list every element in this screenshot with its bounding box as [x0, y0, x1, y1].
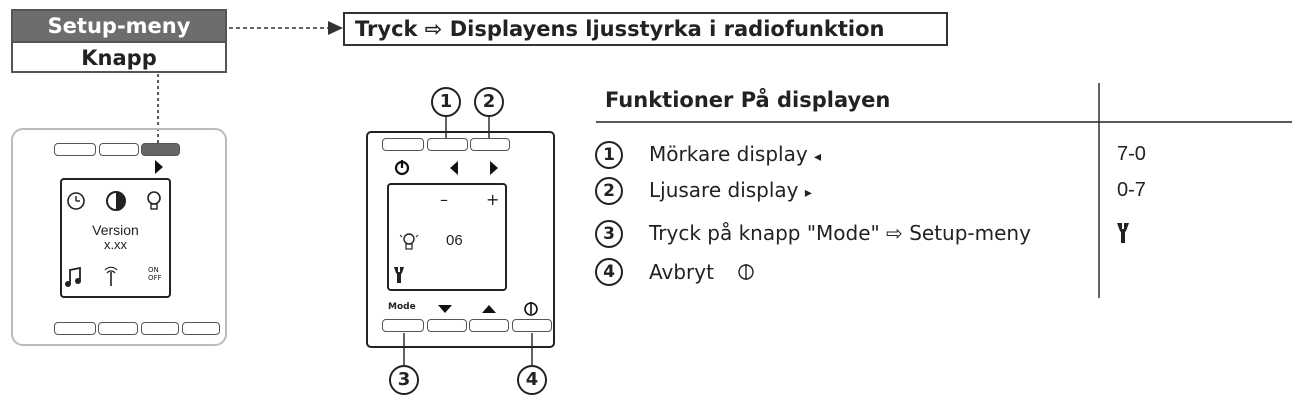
right-arrow-icon: ▸	[804, 185, 812, 201]
device1-bottom-button-4[interactable]	[182, 322, 220, 335]
row1-value: 7-0	[1117, 143, 1146, 165]
radio-tower-icon	[104, 266, 118, 286]
lightbulb-icon	[399, 233, 419, 250]
power-button[interactable]	[512, 319, 552, 332]
row1-text: Mörkare display ◂	[649, 142, 822, 166]
device1-bottom-button-2[interactable]	[98, 322, 138, 335]
right-arrow-icon	[490, 161, 498, 175]
device1-bottom-button-1[interactable]	[54, 322, 96, 335]
down-arrow-icon	[438, 305, 452, 313]
power-icon	[524, 302, 538, 316]
mode-label: Mode	[388, 302, 416, 312]
version-value: x.xx	[103, 237, 128, 252]
up-button[interactable]	[469, 319, 509, 332]
device1-display	[60, 178, 171, 298]
mode-button[interactable]	[382, 319, 424, 332]
right-arrow-icon	[155, 160, 163, 174]
setup-menu-subtitle: Knapp	[81, 46, 157, 70]
callout-2: 2	[474, 87, 504, 117]
row2-text: Ljusare display ▸	[649, 178, 812, 202]
row2-number: 2	[595, 177, 623, 205]
music-note-icon	[65, 266, 81, 287]
arrow-head-icon	[328, 21, 343, 35]
table-header: Funktioner På displayen	[605, 88, 891, 112]
setup-menu-title: Setup-meny	[13, 11, 225, 43]
brightness-value: 06	[446, 232, 463, 249]
row4-text: Avbryt	[649, 260, 714, 284]
down-button[interactable]	[427, 319, 467, 332]
row1-number: 1	[595, 141, 623, 169]
device1-top-icons	[67, 191, 161, 211]
power-icon	[738, 264, 754, 280]
device2-display	[387, 183, 507, 291]
device2-button-2[interactable]	[427, 138, 468, 151]
callout-4: 4	[517, 365, 547, 395]
device2-button-3[interactable]	[470, 138, 510, 151]
lightbulb-icon	[147, 191, 161, 210]
row2-value: 0-7	[1117, 179, 1146, 201]
minus-symbol: –	[440, 190, 448, 209]
device1-button-2[interactable]	[99, 143, 139, 156]
wrench-icon	[394, 267, 404, 283]
clock-icon	[67, 192, 85, 210]
power-icon	[394, 160, 410, 176]
left-arrow-icon	[450, 161, 458, 175]
device1-button-1[interactable]	[54, 143, 96, 156]
device2-bottom-symbols	[438, 302, 538, 316]
contrast-icon	[106, 191, 126, 211]
device-setup-view	[11, 128, 227, 346]
left-arrow-icon: ◂	[814, 149, 822, 165]
row4-number: 4	[595, 258, 623, 286]
device1-button-3-highlighted[interactable]	[141, 143, 180, 156]
device2-button-1[interactable]	[382, 138, 424, 151]
plus-symbol: +	[486, 190, 500, 209]
row3-number: 3	[595, 220, 623, 248]
row3-text: Tryck på knapp "Mode" ⇨ Setup-meny	[649, 221, 1031, 245]
version-label: Version	[92, 222, 139, 238]
device-brightness-view	[366, 131, 555, 348]
device1-bottom-button-3[interactable]	[141, 322, 179, 335]
device1-bottom-icons	[65, 266, 118, 287]
instruction-box: Tryck ⇨ Displayens ljusstyrka i radiofun…	[343, 12, 948, 46]
wrench-icon	[1117, 223, 1129, 243]
device2-top-symbols	[394, 160, 498, 176]
up-arrow-icon	[482, 305, 496, 313]
callout-1: 1	[431, 87, 461, 117]
callout-3: 3	[389, 365, 419, 395]
setup-menu-box: Setup-meny Knapp	[11, 9, 227, 73]
